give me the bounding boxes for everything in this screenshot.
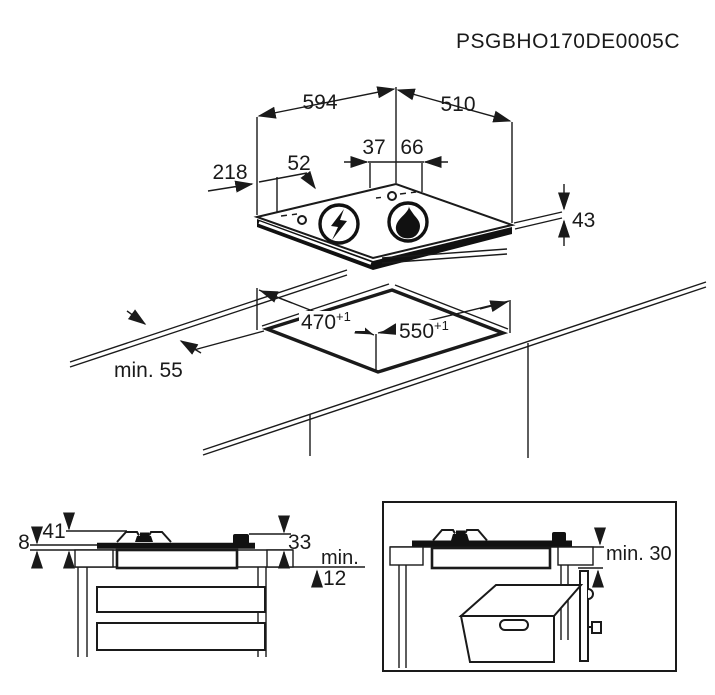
dim-hob-width: 594 <box>257 86 396 119</box>
dim-body-height: 33 <box>249 515 311 569</box>
model-number-title: PSGBHO170DE0005C <box>456 30 680 53</box>
dim-label-594: 594 <box>302 91 337 114</box>
dim-oven-clearance: min. 30 <box>591 527 672 588</box>
dim-label-33: 33 <box>288 531 311 554</box>
dim-hob-depth: 510 <box>396 88 512 123</box>
dim-label-470: 470+1 <box>301 309 351 334</box>
lightning-icon <box>318 203 360 245</box>
drawer-front-top <box>96 586 266 613</box>
pan-support-right <box>432 529 488 542</box>
pan-support <box>116 531 172 543</box>
built-in-oven <box>458 570 602 663</box>
cutout-opening <box>261 283 509 374</box>
dim-label-min55: min. 55 <box>114 359 183 382</box>
cabinet-section-view: 41 8 33 min. 12 <box>18 512 365 657</box>
isometric-hob-view: 594 510 37 66 218 52 <box>207 86 595 270</box>
worktop-cutout-view: 470+1 550+1 min. 55 <box>69 248 707 458</box>
dim-label-8: 8 <box>18 531 30 554</box>
dim-label-12: 12 <box>323 567 346 590</box>
dim-hob-height: 43 <box>513 184 595 246</box>
dim-gas-hole-offsets: 37 66 <box>344 136 448 192</box>
flame-icon <box>387 201 429 243</box>
dim-label-510: 510 <box>440 93 475 116</box>
oven-side-knob <box>591 621 602 634</box>
dim-glass-height: 8 <box>18 526 44 569</box>
dim-label-min: min. <box>321 547 359 569</box>
dim-label-43: 43 <box>572 209 595 232</box>
dim-front-clearance: min. 55 <box>114 309 265 382</box>
dim-pan-support-height: 41 <box>42 512 76 569</box>
connection-holes <box>280 191 417 225</box>
oven-handle <box>499 619 529 631</box>
dim-cutout-depth: 470+1 <box>256 288 377 371</box>
dim-label-37: 37 <box>362 136 385 159</box>
oven-section-view: min. 30 <box>382 501 677 672</box>
dim-label-550: 550+1 <box>399 318 449 343</box>
dim-electric-hole-offsets: 218 52 <box>207 152 316 214</box>
dim-label-41: 41 <box>42 520 65 543</box>
dim-drawer-clearance: min. 12 <box>310 547 359 590</box>
dim-label-66: 66 <box>400 136 423 159</box>
control-knob <box>233 534 249 545</box>
hob-body <box>253 182 516 270</box>
dim-label-218: 218 <box>212 161 247 184</box>
dim-label-min30: min. 30 <box>606 543 672 565</box>
drawer-front-bottom <box>96 622 266 651</box>
dim-cutout-width: 550+1 <box>377 300 511 343</box>
dim-label-52: 52 <box>287 152 310 175</box>
control-knob-right <box>552 532 566 543</box>
